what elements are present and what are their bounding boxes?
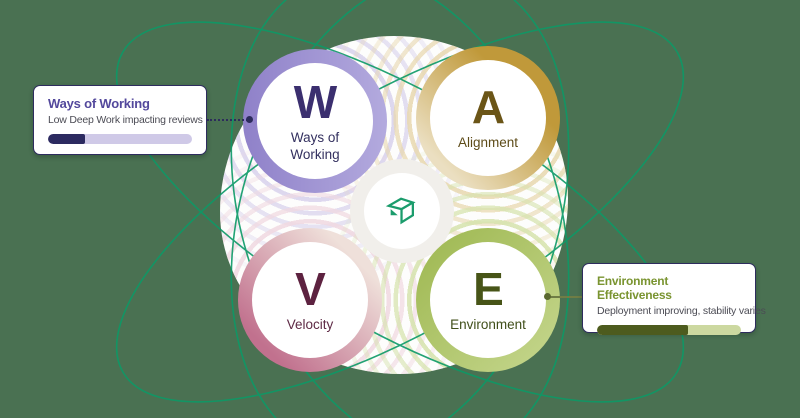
circle-label: Alignment bbox=[457, 135, 519, 151]
circle-letter: E bbox=[473, 263, 504, 316]
circle-alignment-face: A Alignment bbox=[430, 60, 546, 176]
circle-velocity: V Velocity bbox=[238, 228, 382, 372]
cube-logo-icon bbox=[385, 197, 416, 225]
callout-title: Environment Effectiveness bbox=[597, 274, 672, 302]
callout-description: Deployment improving, stability varies bbox=[597, 305, 766, 317]
connector-line-ways-of-working bbox=[207, 119, 252, 121]
circle-ways-of-working-face: W Ways of Working bbox=[257, 63, 373, 179]
circle-label: Velocity bbox=[286, 317, 334, 333]
center-medallion bbox=[350, 159, 454, 263]
circle-label: Ways of Working bbox=[290, 129, 340, 162]
callout-ways-of-working: Ways of Working Low Deep Work impacting … bbox=[33, 85, 207, 155]
circle-label: Environment bbox=[450, 317, 526, 333]
callout-description: Low Deep Work impacting reviews bbox=[48, 114, 203, 126]
circle-letter: W bbox=[293, 75, 337, 128]
circle-environment: E Environment bbox=[416, 228, 560, 372]
circle-alignment: A Alignment bbox=[416, 46, 560, 190]
progress-fill bbox=[48, 134, 86, 144]
connector-dot-ways-of-working bbox=[246, 116, 253, 123]
progress-bar bbox=[48, 134, 192, 144]
circle-velocity-face: V Velocity bbox=[252, 242, 368, 358]
circle-letter: A bbox=[471, 81, 505, 134]
callout-title: Ways of Working bbox=[48, 96, 150, 111]
center-medallion-core bbox=[364, 173, 440, 249]
connector-dot-environment bbox=[544, 293, 551, 300]
callout-environment-effectiveness: Environment Effectiveness Deployment imp… bbox=[582, 263, 766, 335]
connector-line-environment bbox=[547, 296, 583, 298]
circle-ways-of-working: W Ways of Working bbox=[243, 49, 387, 193]
progress-fill bbox=[597, 325, 688, 335]
circle-letter: V bbox=[295, 263, 326, 316]
circle-environment-face: E Environment bbox=[430, 242, 546, 358]
progress-bar bbox=[597, 325, 741, 335]
